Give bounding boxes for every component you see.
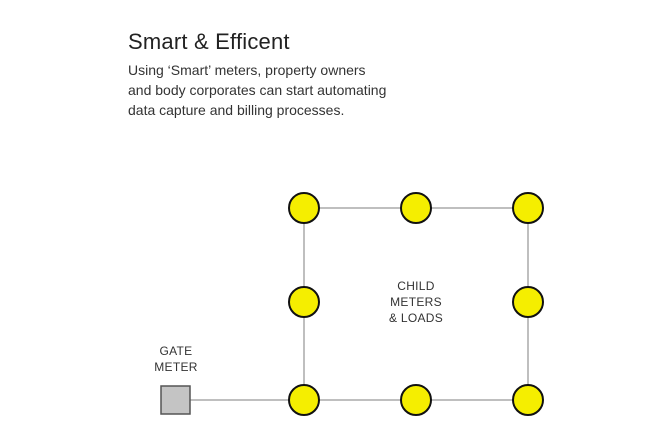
description-line-1: Using ‘Smart’ meters, property owners <box>128 62 366 78</box>
diagram-title: Smart & Efficent <box>128 29 290 54</box>
child-meter-node <box>512 192 544 224</box>
child-meter-node <box>512 384 544 416</box>
child-meter-node <box>400 192 432 224</box>
child-meter-node <box>400 384 432 416</box>
child-label-line-1: CHILD <box>397 279 435 293</box>
child-meter-node <box>512 286 544 318</box>
child-meter-node <box>288 286 320 318</box>
child-meter-nodes <box>288 192 544 416</box>
connector-lines <box>190 207 529 401</box>
gate-meter-node <box>160 385 191 415</box>
child-meter-node <box>288 192 320 224</box>
description-line-2: and body corporates can start automating <box>128 82 387 98</box>
child-meter-node <box>288 384 320 416</box>
diagram-description: Using ‘Smart’ meters, property owners an… <box>128 60 428 120</box>
gate-label-line-1: GATE <box>159 344 193 358</box>
description-line-3: data capture and billing processes. <box>128 102 345 118</box>
child-label-line-2: METERS <box>390 295 442 309</box>
child-label-line-3: & LOADS <box>388 311 444 325</box>
gate-meter-label: GATE METER <box>146 343 206 375</box>
child-meters-label: CHILD METERS & LOADS <box>376 278 456 326</box>
gate-label-line-2: METER <box>154 360 198 374</box>
